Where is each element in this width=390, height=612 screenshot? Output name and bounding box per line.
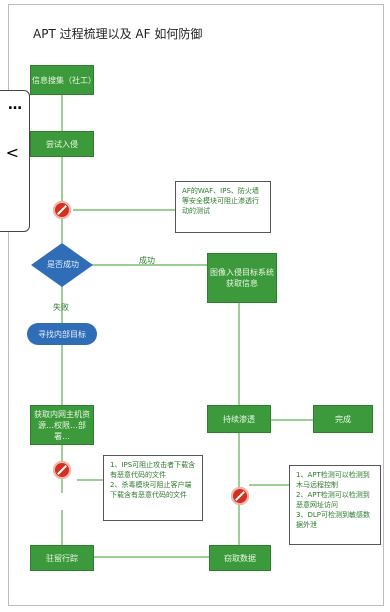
node-persist: 驻留行踪	[30, 545, 94, 571]
node-find-target: 寻找内部目标	[27, 323, 97, 345]
side-popup[interactable]: … <	[0, 90, 30, 232]
node-lateral: 获取内网主机资源…权限…部署…	[30, 405, 94, 445]
more-icon[interactable]: …	[8, 97, 23, 113]
node-info-gather: 信息搜集（社工）	[30, 65, 96, 95]
node-intrusion: 尝试入侵	[30, 131, 94, 157]
block-icon-2	[53, 461, 71, 479]
flowchart-canvas: APT 过程梳理以及 AF 如何防御 信息搜集（社工） 尝试入侵 AF的WAF、…	[8, 4, 384, 606]
diagram-title: APT 过程梳理以及 AF 如何防御	[33, 27, 203, 41]
label-success: 成功	[139, 256, 155, 265]
note-ips: 1、IPS可阻止攻击者下载含有恶意代码的文件 2、杀毒模块可阻止客户端下载含有恶…	[103, 455, 203, 521]
node-internal-transfer: 持续渗透	[207, 405, 271, 433]
node-steal-data: 窃取数据	[209, 545, 271, 571]
chevron-left-icon[interactable]: <	[5, 143, 19, 162]
label-fail: 失败	[53, 303, 69, 312]
node-stage-control: 图像入侵目标系统获取信息	[207, 253, 277, 303]
block-icon-1	[53, 201, 71, 219]
note-apt: 1、APT检测可以检测到木马远程控制 2、APT检测可以检测到恶意网址访问 3、…	[289, 465, 381, 545]
note-waf: AF的WAF、IPS、防火墙等安全模块可阻止渗透行动的测试	[175, 181, 271, 233]
node-decision: 是否成功	[47, 260, 79, 269]
node-complete: 完成	[313, 405, 373, 433]
block-icon-3	[231, 487, 249, 505]
